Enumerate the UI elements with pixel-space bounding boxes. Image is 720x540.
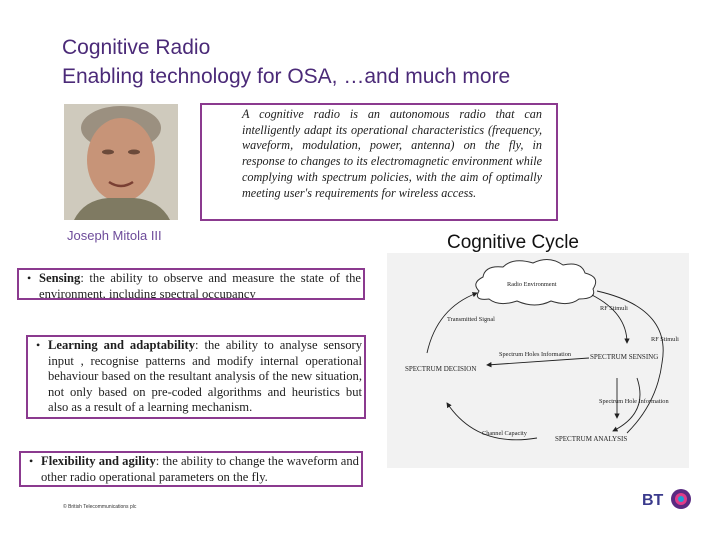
definition-quote: A cognitive radio is an autonomous radio… [242, 107, 542, 200]
bullet-dot: • [29, 454, 34, 468]
slide-title-line-2: Enabling technology for OSA, …and much m… [62, 65, 511, 88]
radio-environment-cloud: Radio Environment [475, 259, 597, 306]
bullet-text: : the ability to analyse sensory input ,… [48, 338, 363, 414]
rf-stimuli-label-2: RF Stimuli [651, 336, 679, 343]
bullet-term: Flexibility and agility [41, 454, 156, 468]
slide-title-line-1: Cognitive Radio [62, 36, 211, 59]
bullet-term: Sensing [39, 271, 81, 285]
bullet-term: Learning and adaptability [48, 338, 196, 352]
spectrum-holes-information-label: Spectrum Holes Information [499, 351, 572, 358]
photo-caption: Joseph Mitola III [67, 228, 162, 243]
spectrum-analysis-label: SPECTRUM ANALYSIS [555, 435, 627, 443]
bullet-flexibility: • Flexibility and agility: the ability t… [19, 451, 363, 487]
bullet-text: : the ability to change the waveform and… [41, 454, 359, 484]
bullet-dot: • [27, 271, 32, 285]
spectrum-decision-label: SPECTRUM DECISION [405, 365, 476, 373]
bullet-dot: • [36, 338, 41, 352]
bt-logo: BT [640, 486, 694, 512]
bt-logo-text: BT [642, 492, 664, 509]
bullet-learning: • Learning and adaptability: the ability… [26, 335, 366, 419]
cognitive-cycle-title: Cognitive Cycle [447, 232, 579, 253]
cognitive-cycle-diagram: Radio Environment RF Stimuli RF Stimuli … [387, 253, 689, 468]
radio-environment-label: Radio Environment [507, 281, 557, 288]
portrait-photo [64, 104, 178, 220]
rf-stimuli-label-1: RF Stimuli [600, 305, 628, 312]
spectrum-sensing-label: SPECTRUM SENSING [590, 353, 658, 361]
bullet-text: : the ability to observe and measure the… [39, 271, 361, 300]
transmitted-signal-label: Transmitted Signal [447, 316, 495, 323]
definition-quote-box: A cognitive radio is an autonomous radio… [200, 103, 558, 221]
spectrum-hole-information-label: Spectrum Hole Information [599, 398, 669, 405]
bullet-sensing: • Sensing: the ability to observe and me… [17, 268, 365, 300]
channel-capacity-label: Channel Capacity [482, 430, 528, 437]
copyright-notice: © British Telecommunications plc [63, 504, 137, 510]
